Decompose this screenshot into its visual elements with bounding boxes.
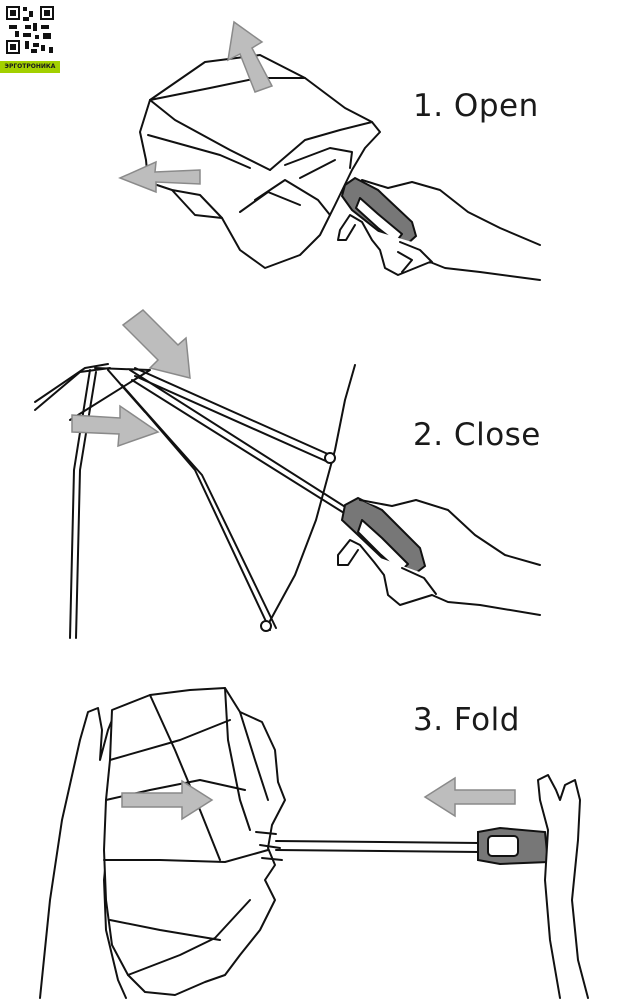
direction-arrow-icon xyxy=(423,776,516,818)
step-1-label: 1. Open xyxy=(413,88,539,124)
direction-arrow-icon xyxy=(121,779,214,821)
hand-icon xyxy=(337,179,541,281)
hand-icon xyxy=(337,499,541,616)
direction-arrow-icon xyxy=(71,404,160,448)
direction-arrow-icon xyxy=(121,309,191,379)
direction-arrow-icon xyxy=(118,160,201,194)
direction-arrow-icon xyxy=(227,20,274,93)
umbrella-icon xyxy=(103,687,286,996)
brand-badge: ЭРГОТРОНИКА xyxy=(0,61,60,73)
step-3-label: 3. Fold xyxy=(413,702,520,738)
hand-icon xyxy=(537,774,589,999)
step-1-illustration xyxy=(118,20,541,281)
step-3-illustration xyxy=(39,687,589,999)
qr-code-icon xyxy=(5,5,55,55)
step-2-illustration xyxy=(34,309,541,639)
step-2-label: 2. Close xyxy=(413,417,541,453)
hand-icon xyxy=(39,707,127,999)
